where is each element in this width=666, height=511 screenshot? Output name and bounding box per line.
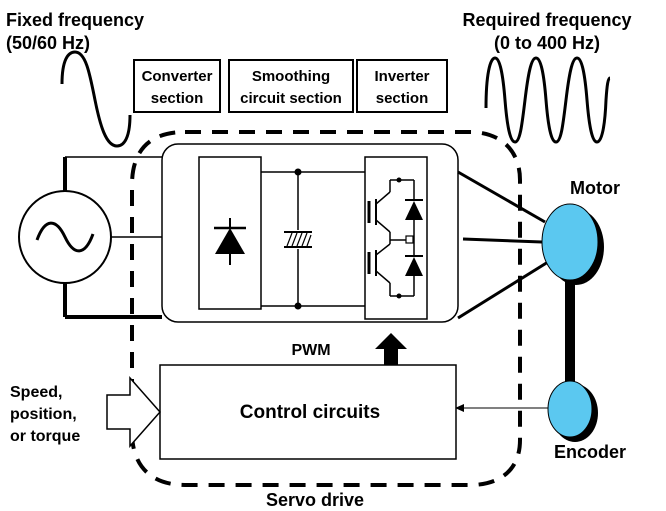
input-command-arrow bbox=[106, 376, 162, 448]
motor-wire-bottom bbox=[457, 260, 549, 320]
inverter-section-label-line2: section bbox=[376, 90, 429, 107]
input-command-label-line2: position, bbox=[10, 406, 77, 423]
motor-icon bbox=[541, 203, 599, 281]
fixed-frequency-label-line2: (50/60 Hz) bbox=[6, 33, 90, 53]
pwm-label: PWM bbox=[291, 342, 330, 359]
fixed-frequency-waveform bbox=[60, 50, 132, 148]
required-frequency-waveform bbox=[484, 56, 611, 144]
inverter-section-box bbox=[356, 59, 448, 113]
motor-label: Motor bbox=[570, 178, 620, 198]
smoothing-section-box bbox=[228, 59, 354, 113]
required-frequency-label-line1: Required frequency bbox=[462, 10, 631, 30]
output-node bbox=[405, 235, 414, 244]
smoothing-section-label-line1: Smoothing bbox=[252, 68, 330, 85]
motor-shaft bbox=[565, 280, 575, 390]
motor-wire-mid bbox=[462, 237, 543, 244]
feedback-arrowhead bbox=[455, 404, 464, 412]
converter-section-box bbox=[133, 59, 221, 113]
inverter-box bbox=[364, 156, 428, 320]
ac-tilde-icon bbox=[35, 221, 95, 253]
diode-icon bbox=[215, 228, 245, 254]
fixed-frequency-label-line1: Fixed frequency bbox=[6, 10, 144, 30]
control-circuits-label: Control circuits bbox=[240, 402, 380, 423]
igbt-bottom-icon bbox=[367, 240, 423, 299]
encoder-icon bbox=[547, 380, 593, 438]
control-circuits-box bbox=[159, 364, 457, 460]
encoder-label: Encoder bbox=[554, 442, 626, 462]
motor-wire-top bbox=[457, 170, 546, 224]
pwm-arrow bbox=[375, 333, 407, 365]
smoothing-section-label-line2: circuit section bbox=[240, 90, 342, 107]
required-frequency-label-line2: (0 to 400 Hz) bbox=[494, 33, 600, 53]
capacitor-icon bbox=[284, 231, 312, 248]
converter-section-label-line2: section bbox=[151, 90, 204, 107]
servo-drive-label: Servo drive bbox=[266, 490, 364, 510]
input-command-label-line1: Speed, bbox=[10, 384, 62, 401]
servo-drive-boundary bbox=[130, 130, 522, 487]
inverter-section-label-line1: Inverter bbox=[374, 68, 429, 85]
converter-section-label-line1: Converter bbox=[142, 68, 213, 85]
input-command-label-line3: or torque bbox=[10, 428, 80, 445]
